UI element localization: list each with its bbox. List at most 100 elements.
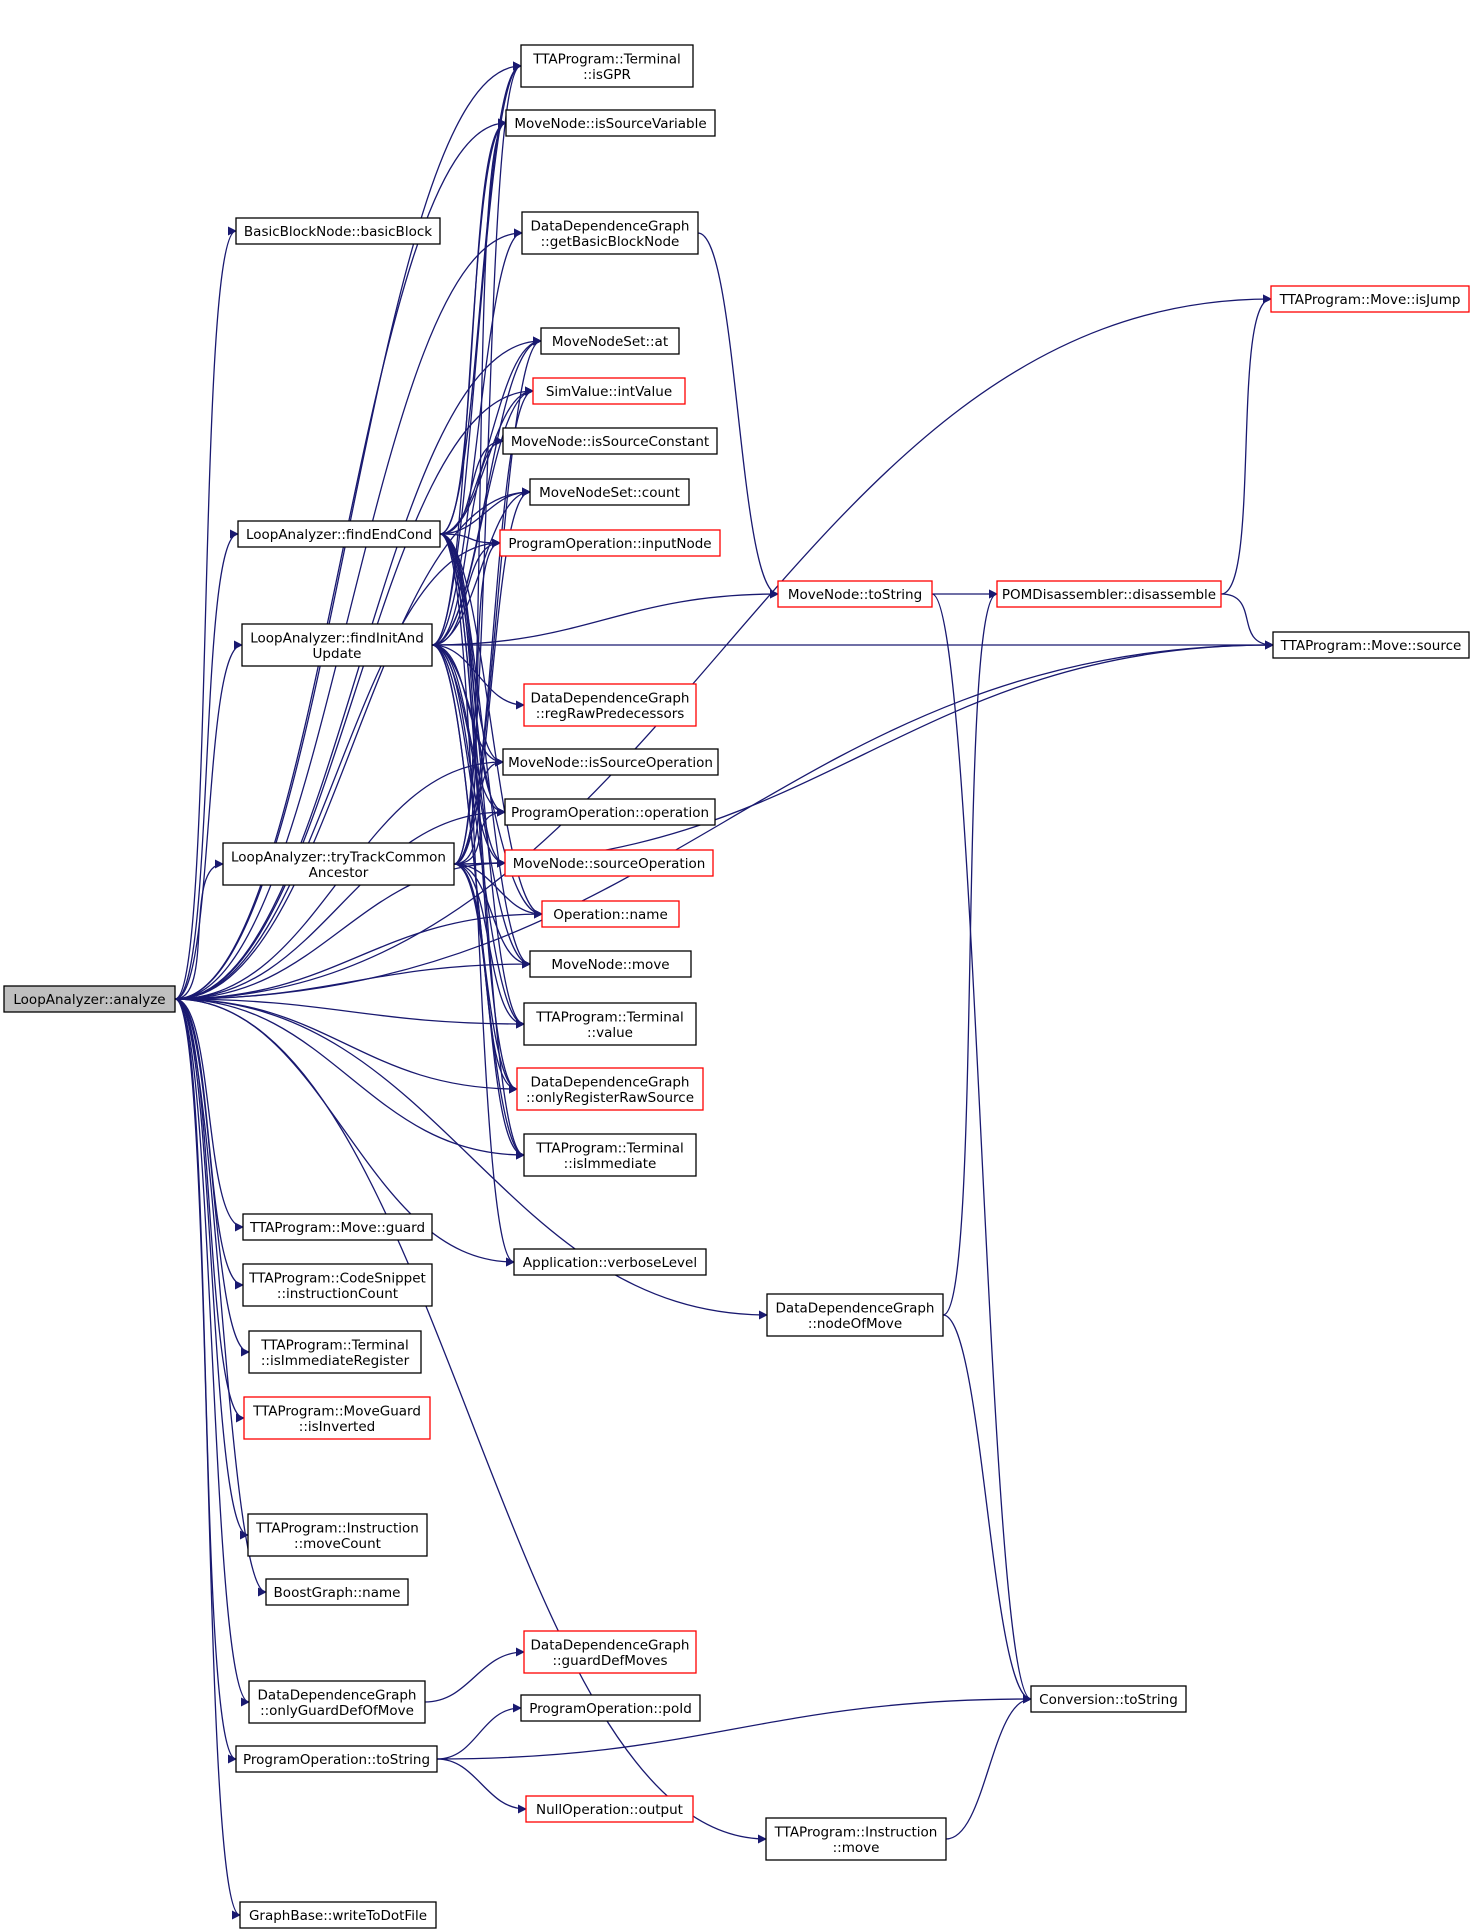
node-box — [248, 1330, 422, 1374]
node-box — [766, 1293, 944, 1337]
node-label: ::getBasicBlockNode — [541, 234, 680, 250]
node-node-of-move[interactable]: DataDependenceGraph::nodeOfMove — [766, 1293, 944, 1337]
node-is-source-constant[interactable]: MoveNode::isSourceConstant — [502, 427, 718, 455]
edge-try-track-common-ancestor-to-po-operation — [453, 807, 506, 865]
node-reg-raw-predecessors[interactable]: DataDependenceGraph::regRawPredecessors — [523, 683, 697, 727]
node-move-node-set-at[interactable]: MoveNodeSet::at — [540, 327, 680, 355]
node-label: ::isGPR — [583, 67, 631, 83]
node-label: LoopAnalyzer::analyze — [13, 992, 165, 1008]
node-null-output[interactable]: NullOperation::output — [525, 1795, 694, 1823]
node-box — [502, 748, 719, 776]
node-po-id[interactable]: ProgramOperation::poId — [520, 1694, 701, 1722]
node-label: LoopAnalyzer::findEndCond — [246, 527, 432, 543]
edge-analyze-to-po-operation — [174, 807, 506, 1000]
node-verbose-level[interactable]: Application::verboseLevel — [513, 1248, 707, 1276]
edge-try-track-common-ancestor-to-is-immediate — [453, 863, 525, 1160]
node-label: TTAProgram::Instruction — [255, 1520, 419, 1536]
node-label: TTAProgram::Terminal — [260, 1337, 409, 1353]
node-operation-name[interactable]: Operation::name — [541, 900, 680, 928]
node-po-to-string[interactable]: ProgramOperation::toString — [235, 1745, 438, 1773]
edge-analyze-to-input-node — [174, 538, 501, 1000]
edge-analyze-to-move-node-set-count — [174, 487, 531, 1000]
node-is-inverted[interactable]: TTAProgram::MoveGuard::isInverted — [243, 1396, 431, 1440]
node-is-immediate[interactable]: TTAProgram::Terminal::isImmediate — [523, 1133, 697, 1177]
node-analyze[interactable]: LoopAnalyzer::analyze — [3, 985, 176, 1013]
node-only-register-raw-source[interactable]: DataDependenceGraph::onlyRegisterRawSour… — [516, 1067, 704, 1111]
edge-find-init-and-update-to-is-immediate — [431, 644, 525, 1160]
edge-find-init-and-update-to-is-source-constant — [431, 436, 504, 646]
node-label: TTAProgram::CodeSnippet — [248, 1270, 426, 1286]
node-label: TTAProgram::Terminal — [535, 1009, 684, 1025]
node-box — [529, 950, 692, 978]
node-guard-def-moves[interactable]: DataDependenceGraph::guardDefMoves — [523, 1630, 697, 1674]
edge-try-track-common-ancestor-to-input-node — [453, 538, 501, 865]
edge-move-node-to-string-to-conversion-to-string — [931, 593, 1032, 1704]
node-box — [521, 211, 699, 255]
edge-node-of-move-to-disassemble — [942, 589, 998, 1316]
node-boost-graph-name[interactable]: BoostGraph::name — [265, 1578, 409, 1606]
edge-disassemble-to-is-jump — [1220, 294, 1272, 595]
node-box — [222, 842, 455, 886]
node-is-source-variable[interactable]: MoveNode::isSourceVariable — [505, 109, 716, 137]
node-box — [242, 1263, 433, 1307]
node-basic-block[interactable]: BasicBlockNode::basicBlock — [235, 217, 441, 245]
node-box — [235, 217, 441, 245]
node-int-value[interactable]: SimValue::intValue — [532, 377, 686, 405]
node-input-node[interactable]: ProgramOperation::inputNode — [499, 529, 721, 557]
node-instruction-count[interactable]: TTAProgram::CodeSnippet::instructionCoun… — [242, 1263, 433, 1307]
edge-analyze-to-move-guard — [174, 998, 244, 1232]
node-move-node-to-string[interactable]: MoveNode::toString — [777, 580, 933, 608]
node-label: MoveNode::move — [551, 957, 669, 973]
edge-find-init-and-update-to-input-node — [431, 538, 501, 646]
node-move-count[interactable]: TTAProgram::Instruction::moveCount — [247, 1513, 428, 1557]
node-label: ::guardDefMoves — [552, 1653, 667, 1669]
edge-analyze-to-instruction-move — [174, 998, 767, 1844]
node-move-guard[interactable]: TTAProgram::Move::guard — [242, 1213, 433, 1241]
node-find-end-cond[interactable]: LoopAnalyzer::findEndCond — [237, 520, 441, 548]
edge-analyze-to-move-count — [174, 998, 249, 1540]
edge-analyze-to-find-end-cond — [174, 529, 239, 1000]
node-label: MoveNode::isSourceConstant — [511, 434, 709, 450]
node-get-basic-block-node[interactable]: DataDependenceGraph::getBasicBlockNode — [521, 211, 699, 255]
node-source-operation[interactable]: MoveNode::sourceOperation — [504, 849, 714, 877]
edge-find-init-and-update-to-operation-name — [431, 644, 543, 919]
node-disassemble[interactable]: POMDisassembler::disassemble — [996, 580, 1222, 608]
edge-only-guard-def-of-move-to-guard-def-moves — [424, 1647, 525, 1703]
node-label: ::onlyGuardDefOfMove — [260, 1703, 414, 1719]
node-label: MoveNode::isSourceVariable — [514, 116, 706, 132]
node-conversion-to-string[interactable]: Conversion::toString — [1030, 1685, 1187, 1713]
node-label: Update — [313, 646, 362, 662]
node-label: ::isInverted — [299, 1419, 375, 1435]
node-label: Operation::name — [553, 907, 668, 923]
node-box — [504, 849, 714, 877]
node-box — [541, 900, 680, 928]
node-label: NullOperation::output — [536, 1802, 683, 1818]
node-is-jump[interactable]: TTAProgram::Move::isJump — [1270, 285, 1470, 313]
node-label: GraphBase::writeToDotFile — [249, 1908, 427, 1924]
node-instruction-move[interactable]: TTAProgram::Instruction::move — [765, 1817, 947, 1861]
node-label: ::regRawPredecessors — [536, 706, 685, 722]
node-only-guard-def-of-move[interactable]: DataDependenceGraph::onlyGuardDefOfMove — [248, 1680, 426, 1724]
node-po-operation[interactable]: ProgramOperation::operation — [504, 798, 716, 826]
node-move-node-move[interactable]: MoveNode::move — [529, 950, 692, 978]
node-is-immediate-register[interactable]: TTAProgram::Terminal::isImmediateRegiste… — [248, 1330, 422, 1374]
edge-analyze-to-is-jump — [174, 294, 1272, 1000]
edge-find-init-and-update-to-is-gpr — [431, 61, 522, 646]
node-is-gpr[interactable]: TTAProgram::Terminal::isGPR — [520, 44, 694, 88]
node-write-to-dot-file[interactable]: GraphBase::writeToDotFile — [239, 1901, 437, 1929]
node-label: DataDependenceGraph — [531, 218, 690, 234]
node-label: ::instructionCount — [277, 1286, 398, 1302]
node-is-source-operation[interactable]: MoveNode::isSourceOperation — [502, 748, 719, 776]
node-box — [248, 1680, 426, 1724]
node-move-source[interactable]: TTAProgram::Move::source — [1272, 631, 1470, 659]
edge-try-track-common-ancestor-to-move-node-move — [453, 863, 531, 969]
node-box — [516, 1067, 704, 1111]
node-move-node-set-count[interactable]: MoveNodeSet::count — [529, 478, 690, 506]
node-label: DataDependenceGraph — [258, 1687, 417, 1703]
edge-find-end-cond-to-move-node-set-at — [439, 336, 542, 535]
node-box — [499, 529, 721, 557]
node-terminal-value[interactable]: TTAProgram::Terminal::value — [523, 1002, 697, 1046]
node-box — [1270, 285, 1470, 313]
